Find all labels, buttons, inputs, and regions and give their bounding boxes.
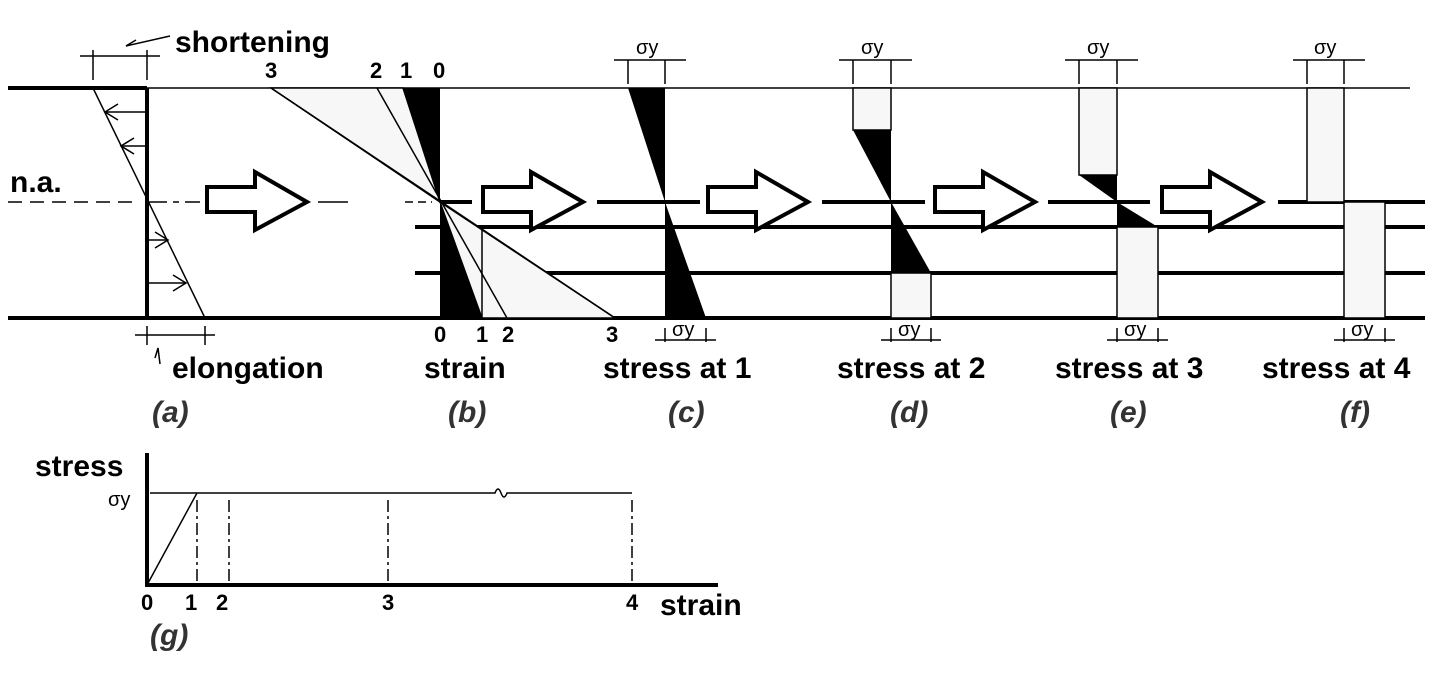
graph-tick-4: 4 (626, 590, 639, 615)
sigma-y-bottom: σy (898, 319, 920, 341)
strain-top-0: 0 (433, 58, 445, 83)
sigma-y-bottom: σy (672, 319, 694, 341)
panel-f-stress-4: σy σy stress at 4 (f) (1262, 37, 1411, 429)
panel-e-stress-3: σy σy stress at 3 (e) (1055, 37, 1203, 429)
sigma-y-top: σy (1314, 37, 1336, 59)
graph-tick-0: 0 (141, 590, 153, 615)
panel-c-label: (c) (668, 396, 705, 429)
panel-b-strain: 3 2 1 0 0 1 2 3 strain (b) (265, 58, 618, 429)
neutral-axis-label: n.a. (10, 166, 62, 199)
elongation-label: elongation (172, 352, 324, 385)
sigma-y-top: σy (861, 37, 883, 59)
sigma-y-bottom: σy (1124, 319, 1146, 341)
graph-tick-3: 3 (382, 590, 394, 615)
strain-bottom-1: 1 (476, 322, 488, 347)
strain-label: strain (424, 352, 506, 385)
panel-g-label: (g) (150, 619, 188, 652)
strain-top-2: 2 (370, 58, 382, 83)
panel-g-stress-strain-graph: stress σy 0 1 2 3 4 strain (g) (35, 450, 742, 652)
stress-at-3-label: stress at 3 (1055, 352, 1203, 385)
graph-tick-2: 2 (216, 590, 228, 615)
sigma-y-top: σy (636, 37, 658, 59)
strain-bottom-3: 3 (606, 322, 618, 347)
panel-e-label: (e) (1110, 396, 1147, 429)
strain-top-1: 1 (400, 58, 412, 83)
panel-f-label: (f) (1340, 396, 1370, 429)
panel-b-label: (b) (448, 396, 486, 429)
stress-at-1-label: stress at 1 (603, 352, 751, 385)
graph-sigma-y: σy (108, 489, 130, 511)
shortening-label: shortening (175, 26, 330, 59)
sigma-y-bottom: σy (1351, 319, 1373, 341)
panel-a-label: (a) (152, 396, 189, 429)
panel-d-stress-2: σy σy stress at 2 (d) (837, 37, 985, 429)
progression-arrow-icon (205, 168, 1267, 234)
strain-bottom-0: 0 (434, 322, 446, 347)
strain-bottom-2: 2 (502, 322, 514, 347)
panel-d-label: (d) (890, 396, 928, 429)
strain-stage-markers (196, 500, 633, 585)
stress-at-2-label: stress at 2 (837, 352, 985, 385)
shortening-arrow-icon (103, 103, 188, 292)
graph-tick-1: 1 (185, 590, 197, 615)
graph-x-label: strain (660, 589, 742, 622)
stress-at-4-label: stress at 4 (1262, 352, 1411, 385)
sigma-y-top: σy (1087, 37, 1109, 59)
panel-a-strain-profile: shortening elongation (a) (80, 26, 330, 429)
strain-top-3: 3 (265, 58, 277, 83)
graph-y-label: stress (35, 450, 123, 483)
panel-c-stress-1: σy σy stress at 1 (c) (603, 37, 751, 429)
